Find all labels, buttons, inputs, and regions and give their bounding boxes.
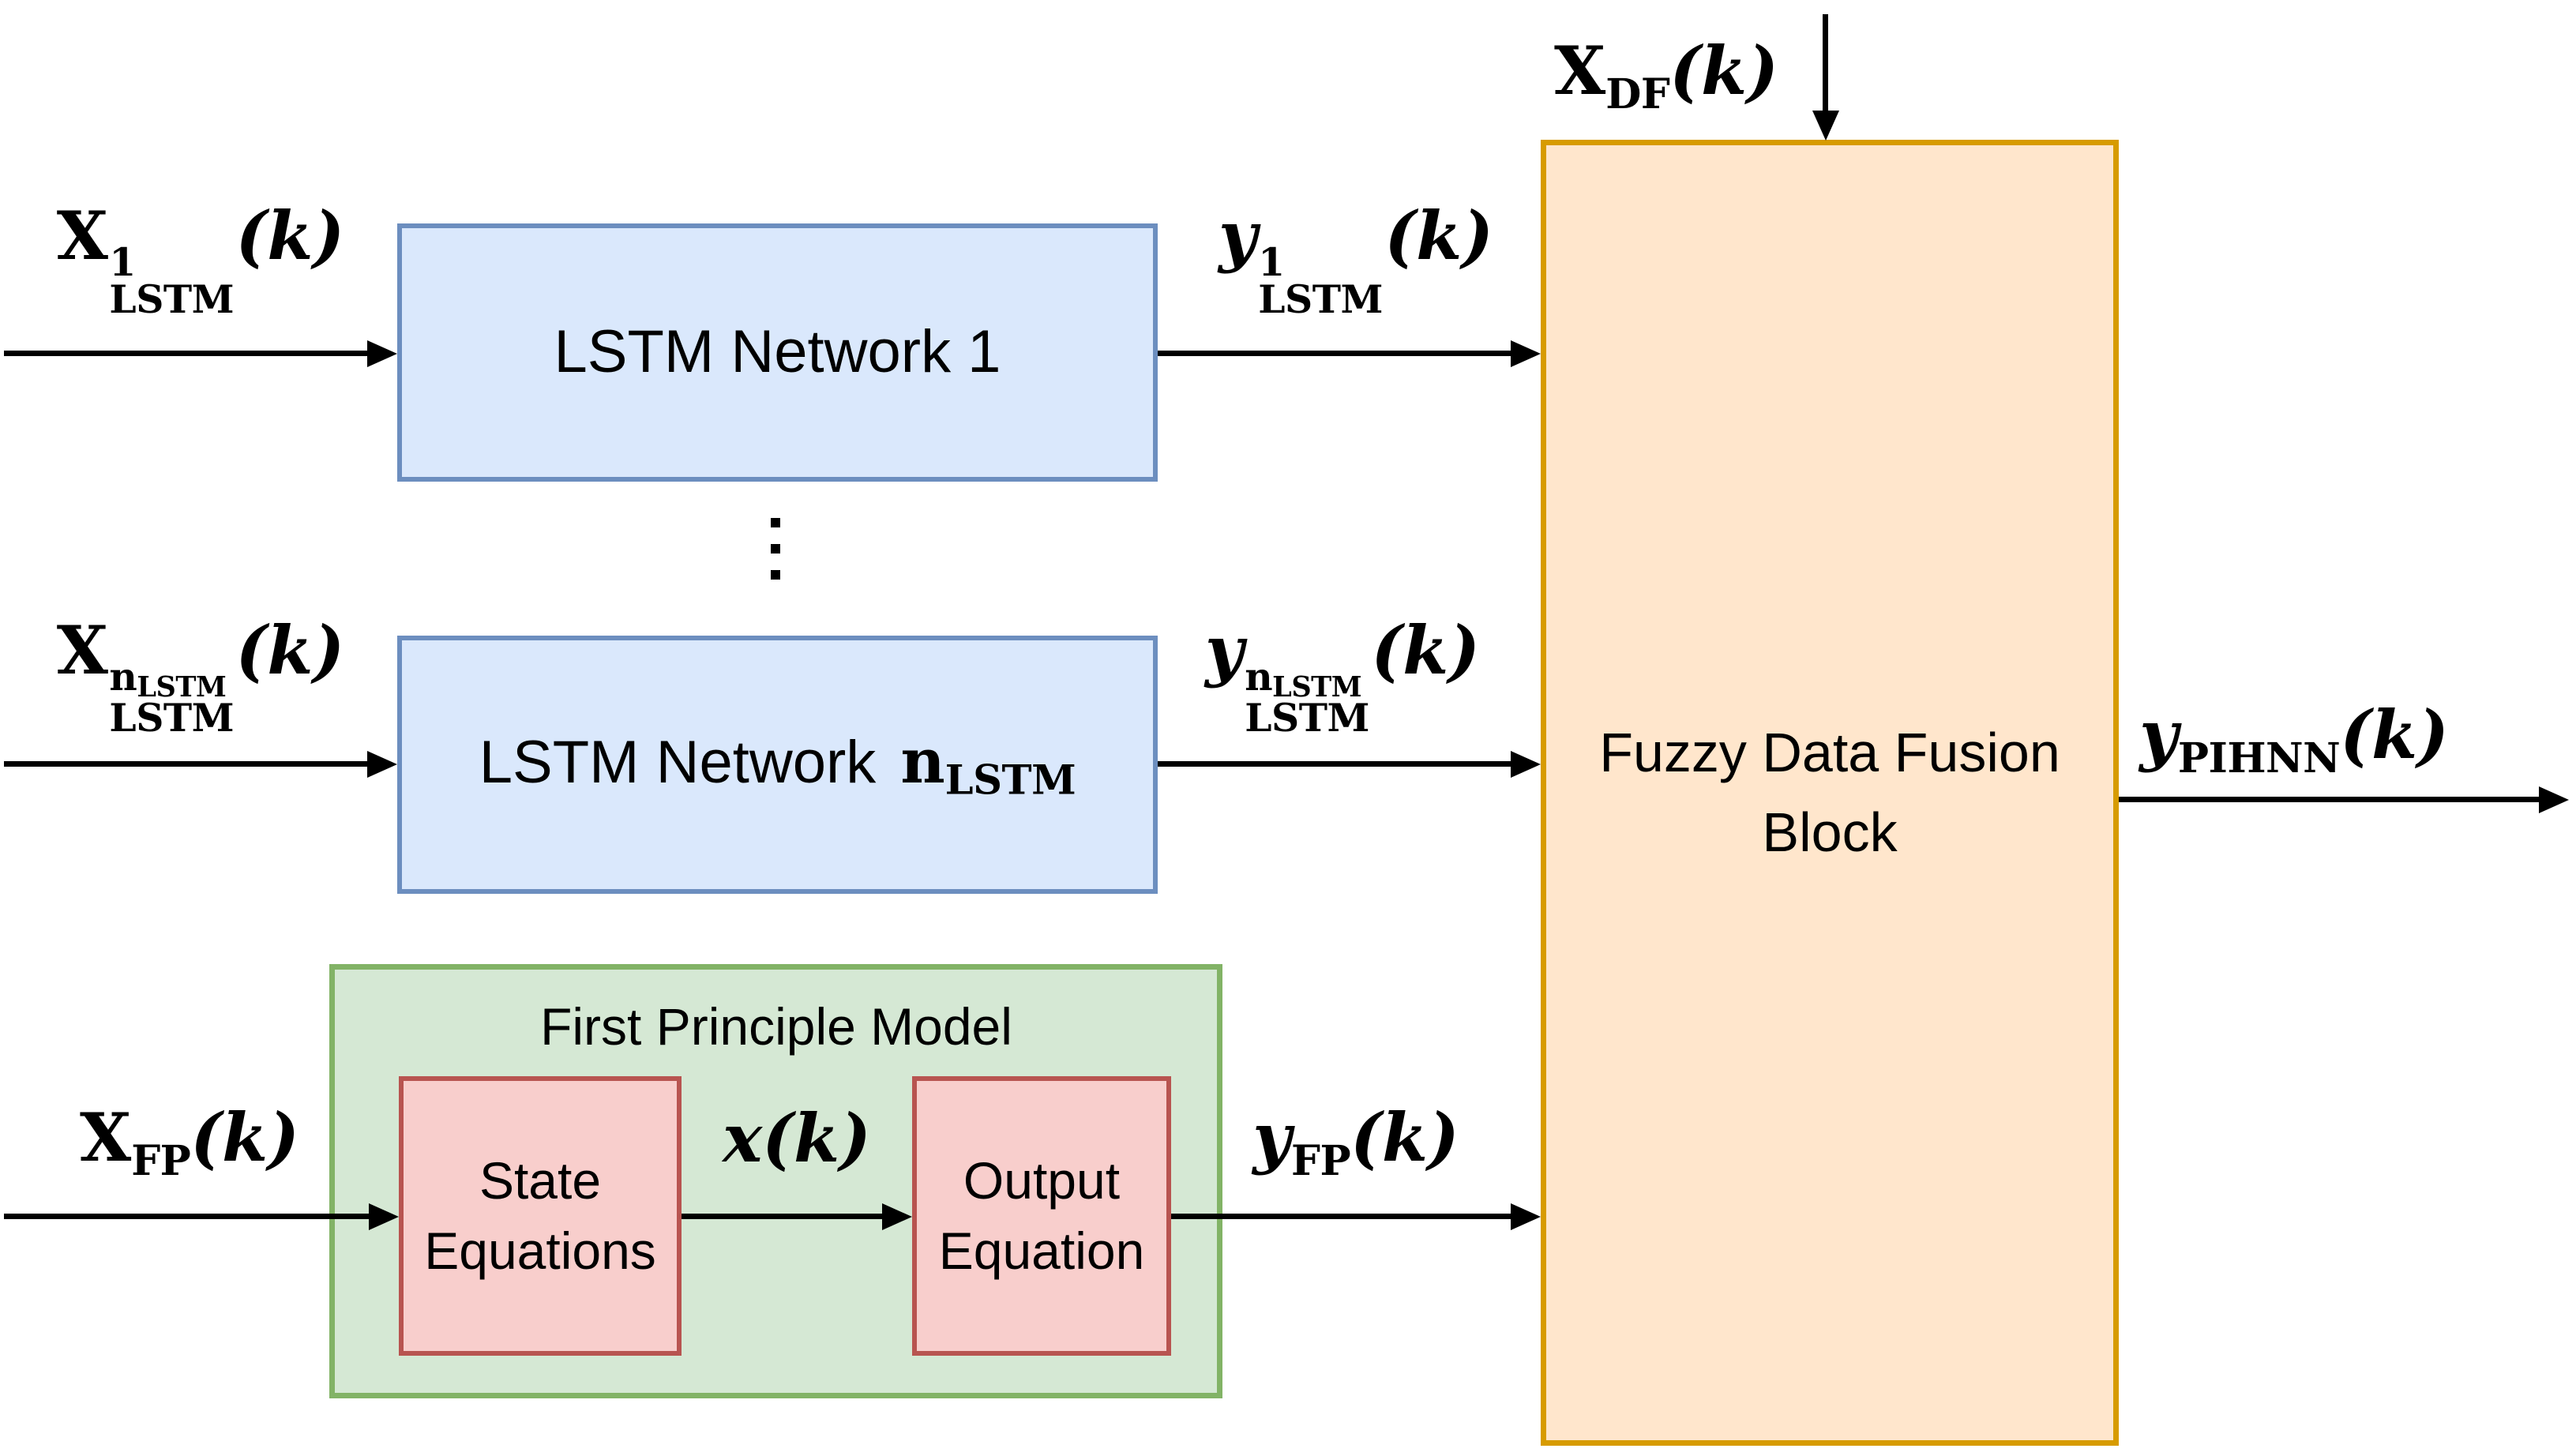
signal-x-df: XDF(k): [1554, 32, 1778, 118]
arrow-x-lstm-n-input: [4, 761, 367, 767]
fuzzy-data-fusion-label: Fuzzy Data Fusion Block: [1599, 721, 2060, 864]
n-lstm-subscript: LSTM: [944, 756, 1076, 805]
arrow-y-fp-to-fusion: [1171, 1214, 1511, 1219]
signal-x-fp: XFP(k): [80, 1098, 299, 1185]
n-lstm-symbol: nLSTM: [900, 726, 1076, 804]
state-equations-block: State Equations: [399, 1076, 682, 1356]
signal-y-pihnn: yPIHNN(k): [2139, 696, 2449, 782]
lstm-network-n-label: LSTM Network nLSTM: [479, 722, 1076, 807]
arrow-y-lstm-1-to-fusion: [1158, 351, 1511, 356]
arrow-state-to-output: [682, 1214, 882, 1219]
arrow-y-pihnn-output: [2119, 797, 2539, 802]
lstm-network-n-label-prefix: LSTM Network: [479, 729, 877, 797]
lstm-network-1-label: LSTM Network 1: [554, 318, 1001, 386]
state-equations-label: State Equations: [424, 1150, 656, 1280]
n-lstm-base: n: [900, 726, 945, 798]
arrow-x-fp-input: [4, 1214, 369, 1219]
output-equation-label: Output Equation: [938, 1150, 1145, 1280]
signal-y-fp: yFP(k): [1252, 1098, 1459, 1185]
arrow-x-lstm-1-input: [4, 351, 367, 356]
arrow-x-df-input: [1823, 14, 1828, 111]
vertical-ellipsis-icon: [771, 518, 780, 580]
lstm-network-n-block: LSTM Network nLSTM: [397, 636, 1158, 894]
fuzzy-data-fusion-block: Fuzzy Data Fusion Block: [1541, 140, 2119, 1446]
first-principle-model-title: First Principle Model: [540, 997, 1012, 1056]
signal-x-state: x(k): [723, 1099, 871, 1177]
arrow-y-lstm-n-to-fusion: [1158, 761, 1511, 767]
output-equation-block: Output Equation: [912, 1076, 1171, 1356]
lstm-network-1-block: LSTM Network 1: [397, 223, 1158, 482]
